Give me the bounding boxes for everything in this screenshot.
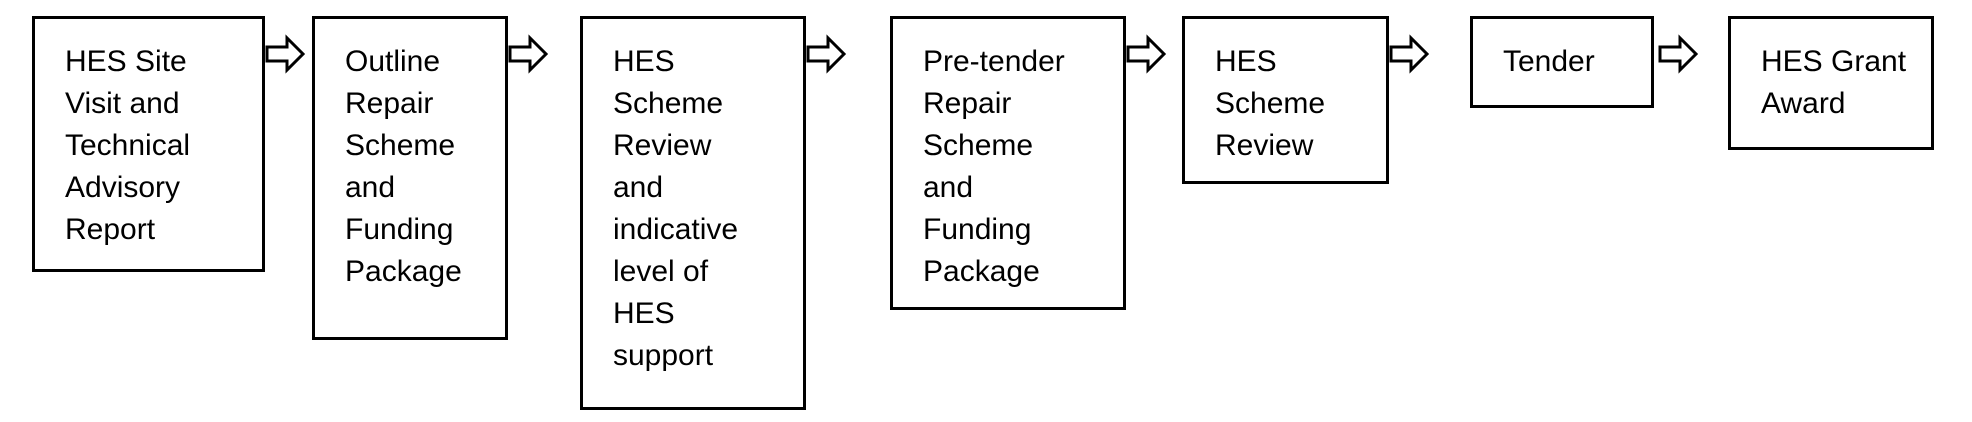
step-box-5: HES Scheme Review — [1182, 16, 1389, 184]
step-label: HES Site Visit and Technical Advisory Re… — [65, 45, 191, 246]
step-box-2: Outline Repair Scheme and Funding Packag… — [312, 16, 508, 340]
step-box-6: Tender — [1470, 16, 1654, 108]
hollow-right-arrow-icon — [1389, 34, 1429, 74]
hollow-right-arrow-icon — [265, 34, 305, 74]
step-label: HES Scheme Review — [1215, 45, 1326, 162]
hollow-right-arrow-icon — [508, 34, 548, 74]
hollow-right-arrow-icon — [1126, 34, 1166, 74]
step-label: Tender — [1503, 45, 1595, 78]
step-label: Pre-tender Repair Scheme and Funding Pac… — [923, 45, 1065, 288]
step-box-7: HES Grant Award — [1728, 16, 1934, 150]
step-box-3: HES Scheme Review and indicative level o… — [580, 16, 806, 410]
hollow-right-arrow-icon — [806, 34, 846, 74]
step-box-4: Pre-tender Repair Scheme and Funding Pac… — [890, 16, 1126, 310]
hollow-right-arrow-icon — [1658, 34, 1698, 74]
step-label: Outline Repair Scheme and Funding Packag… — [345, 45, 462, 288]
step-box-1: HES Site Visit and Technical Advisory Re… — [32, 16, 265, 272]
step-label: HES Grant Award — [1761, 45, 1907, 120]
step-label: HES Scheme Review and indicative level o… — [613, 45, 739, 372]
